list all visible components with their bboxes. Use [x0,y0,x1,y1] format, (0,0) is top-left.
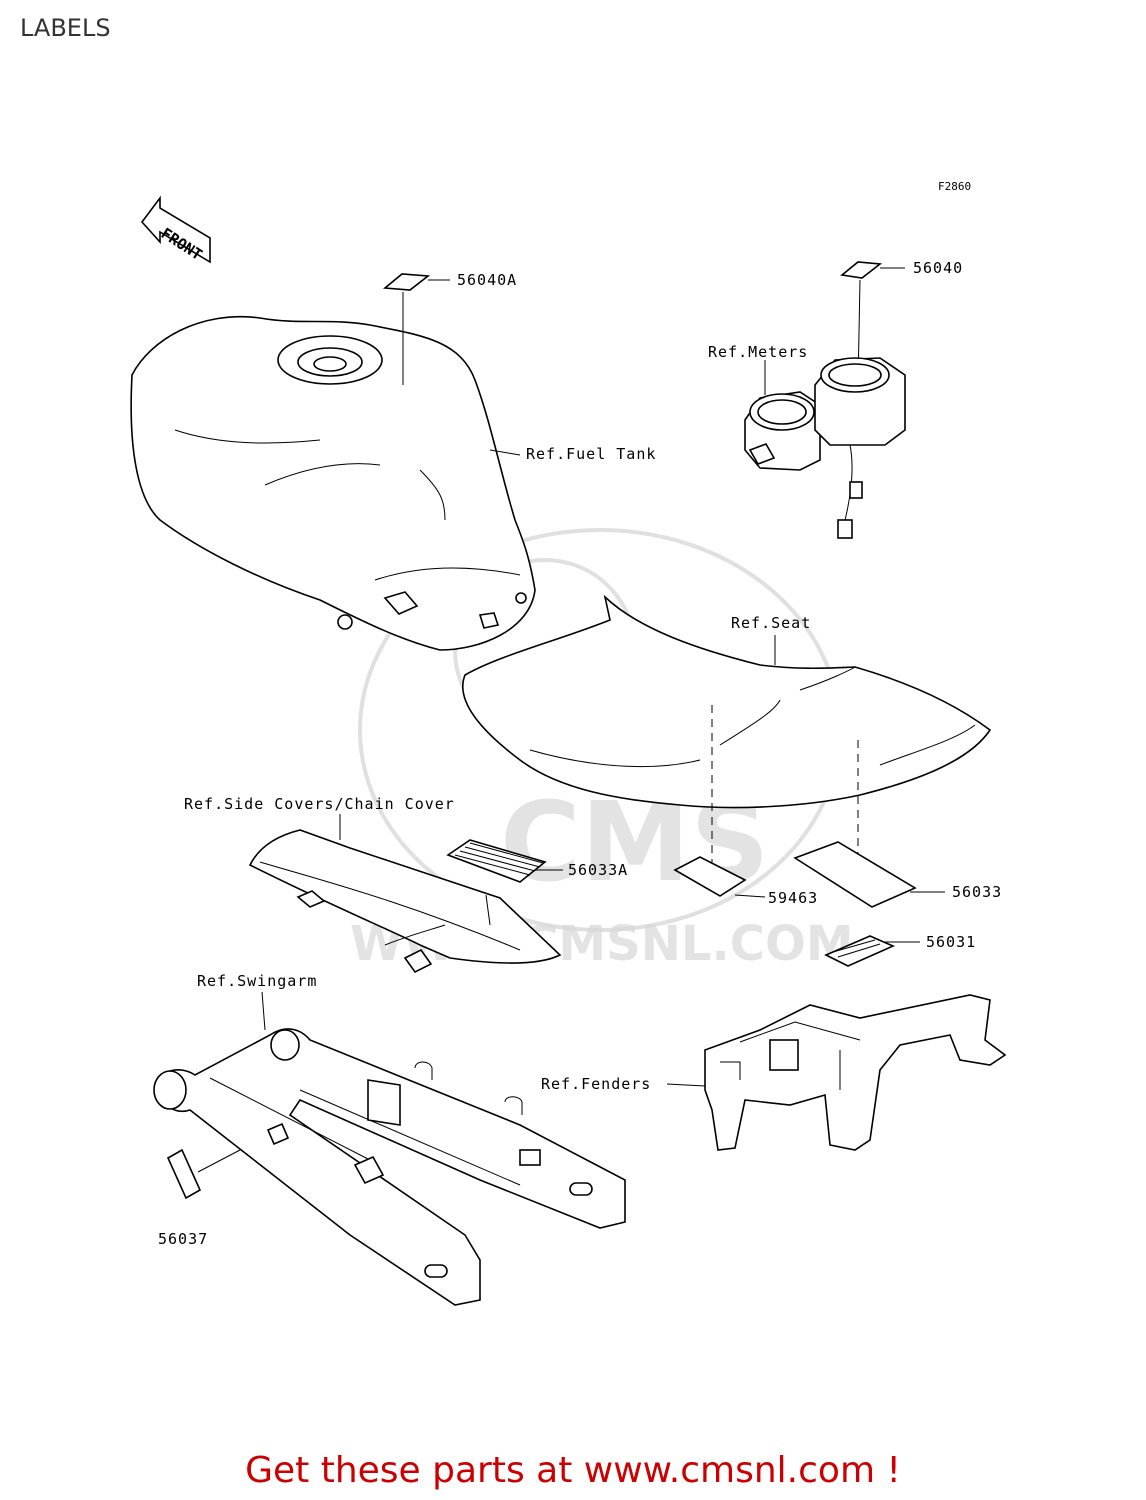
label-56040A-shape [382,273,431,291]
figure-id: F2860 [938,180,971,193]
ref-fenders[interactable]: Ref.Fenders [541,1075,651,1093]
part-number-56040[interactable]: 56040 [913,259,963,277]
page-title: LABELS [20,14,111,42]
label-56033-shape [793,841,917,908]
side-covers-drawing [248,829,562,974]
ref-meters[interactable]: Ref.Meters [708,343,808,361]
ref-fuel-tank[interactable]: Ref.Fuel Tank [526,445,656,463]
label-56037-shape [166,1148,202,1200]
meters-drawing [744,357,906,539]
swingarm-drawing [153,1028,626,1306]
footer-link[interactable]: Get these parts at www.cmsnl.com ! [245,1450,901,1491]
fenders-drawing [704,994,1007,1151]
part-number-56033[interactable]: 56033 [952,883,1002,901]
part-number-56033A[interactable]: 56033A [568,861,628,879]
ref-seat[interactable]: Ref.Seat [731,614,811,632]
fuel-tank-drawing [130,316,536,651]
label-56040-shape [840,261,883,279]
part-number-56037[interactable]: 56037 [158,1230,208,1248]
part-number-56040A[interactable]: 56040A [457,271,517,289]
ref-swingarm[interactable]: Ref.Swingarm [197,972,317,990]
label-56033A-shape [446,839,547,883]
seat-drawing [462,594,992,809]
label-59463-shape [673,856,747,897]
ref-side-covers[interactable]: Ref.Side Covers/Chain Cover [184,795,455,813]
part-number-59463[interactable]: 59463 [768,889,818,907]
part-number-56031[interactable]: 56031 [926,933,976,951]
label-56031-shape [824,935,895,967]
front-arrow-icon: FRONT [140,195,211,264]
